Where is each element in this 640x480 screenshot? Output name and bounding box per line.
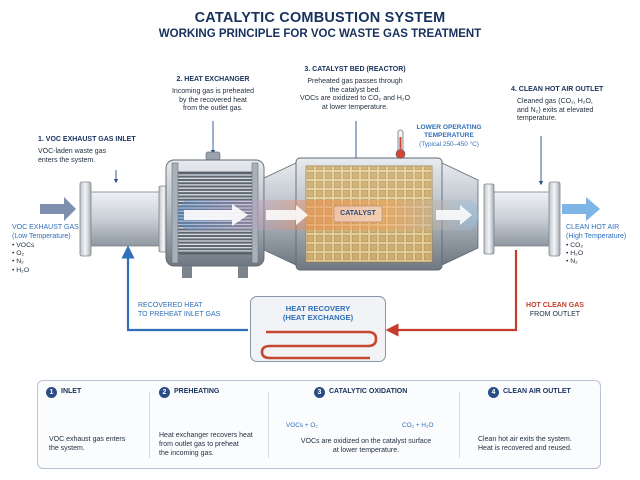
step-3-right-label: CO₂ + H₂O bbox=[402, 422, 434, 429]
stage-1-callout: 1. VOC EXHAUST GAS INLET VOC-laden waste… bbox=[38, 136, 148, 165]
step-1-line-1: VOC exhaust gas enters bbox=[49, 436, 126, 443]
step-2-text: Heat exchanger recovers heat from outlet… bbox=[159, 432, 269, 458]
stage-2-line-1: Incoming gas is preheated bbox=[171, 87, 255, 95]
leader-lines bbox=[113, 121, 544, 186]
outlet-title: CLEAN HOT AIR bbox=[566, 224, 620, 231]
inlet-label: VOC EXHAUST GAS (Low Temperature) • VOCs… bbox=[12, 224, 92, 275]
stage-1-heading: 1. VOC EXHAUST GAS INLET bbox=[38, 136, 136, 143]
diagram-title: CATALYTIC COMBUSTION SYSTEM bbox=[194, 10, 446, 26]
outlet-item-2: • H₂O bbox=[566, 249, 584, 257]
stage-4-line-1: Cleaned gas (CO₂, H₂O, bbox=[517, 97, 593, 105]
stage-1-line-2: enters the system. bbox=[38, 156, 96, 164]
step-3-title: CATALYTIC OXIDATION bbox=[329, 388, 408, 395]
inlet-item-4: • H₂O bbox=[12, 266, 30, 274]
stage-3-line-4: at lower temperature. bbox=[321, 104, 389, 111]
step-2-line-3: the incoming gas. bbox=[159, 449, 214, 457]
heat-recovery-line-1: HEAT RECOVERY bbox=[285, 304, 351, 313]
stage-2-line-3: from the outlet gas. bbox=[183, 105, 243, 113]
temperature-line-2: TEMPERATURE bbox=[424, 132, 474, 140]
stage-4-line-3: temperature. bbox=[517, 115, 557, 123]
stage-2-line-2: by the recovered heat bbox=[179, 96, 247, 104]
step-4-title: CLEAN AIR OUTLET bbox=[503, 388, 571, 395]
hot-gas-line-2: FROM OUTLET bbox=[529, 310, 581, 318]
heat-recovery-box bbox=[250, 296, 386, 362]
step-4-text: Clean hot air exits the system. Heat is … bbox=[478, 436, 598, 454]
step-divider-1 bbox=[149, 392, 150, 458]
outlet-item-3: • N₂ bbox=[566, 258, 578, 266]
outlet-item-1: • CO₂ bbox=[566, 241, 584, 249]
heat-recovery-line-2: (HEAT EXCHANGE) bbox=[282, 313, 354, 323]
stage-4-callout: 4. CLEAN HOT AIR OUTLET Cleaned gas (CO₂… bbox=[511, 86, 631, 124]
recovered-line-2: TO PREHEAT INLET GAS bbox=[138, 310, 221, 318]
step-2-line-1: Heat exchanger recovers heat bbox=[159, 432, 253, 439]
outlet-arrow bbox=[562, 197, 600, 221]
step-1-line-2: the system. bbox=[49, 444, 85, 452]
step-3-line-2: at lower temperature. bbox=[332, 446, 400, 454]
temperature-range: (Typical 250–450 °C) bbox=[419, 141, 479, 149]
step-3-text: VOCs are oxidized on the catalyst surfac… bbox=[276, 438, 456, 456]
stage-3-line-3: VOCs are oxidized to CO₂ and H₂O bbox=[299, 95, 411, 103]
stage-3-line-1: Preheated gas passes through bbox=[307, 77, 403, 85]
inlet-title: VOC EXHAUST GAS bbox=[12, 224, 79, 231]
stage-4-heading: 4. CLEAN HOT AIR OUTLET bbox=[511, 86, 604, 93]
recovered-heat-line bbox=[121, 245, 248, 332]
step-divider-3 bbox=[459, 392, 460, 458]
step-1-number: 1 bbox=[46, 387, 57, 398]
step-divider-2 bbox=[268, 392, 269, 458]
step-4-number: 4 bbox=[488, 387, 499, 398]
stage-3-callout: 3. CATALYST BED (REACTOR) Preheated gas … bbox=[290, 66, 420, 113]
temperature-note: LOWER OPERATING TEMPERATURE (Typical 250… bbox=[410, 124, 488, 149]
step-4-line-2: Heat is recovered and reused. bbox=[478, 444, 572, 452]
hot-gas-label: HOT CLEAN GAS FROM OUTLET bbox=[516, 302, 594, 320]
step-2-number: 2 bbox=[159, 387, 170, 398]
stage-2-callout: 2. HEAT EXCHANGER Incoming gas is prehea… bbox=[158, 76, 268, 114]
recovered-line-1: RECOVERED HEAT bbox=[138, 302, 203, 309]
inlet-subtitle: (Low Temperature) bbox=[12, 232, 71, 240]
inlet-item-1: • VOCs bbox=[12, 241, 35, 249]
inlet-arrow bbox=[40, 197, 76, 221]
step-3-line-1: VOCs are oxidized on the catalyst surfac… bbox=[300, 438, 432, 445]
catalyst-label: CATALYST bbox=[340, 210, 376, 217]
inlet-item-3: • N₂ bbox=[12, 258, 24, 266]
step-3-left-label: VOCs + O₂ bbox=[286, 422, 318, 429]
recovered-heat-label: RECOVERED HEAT TO PREHEAT INLET GAS bbox=[138, 302, 248, 320]
stage-1-line-1: VOC-laden waste gas bbox=[38, 147, 107, 155]
outlet-pipe bbox=[483, 181, 561, 257]
step-4-line-1: Clean hot air exits the system. bbox=[478, 436, 572, 443]
step-2-line-2: from outlet gas to preheat bbox=[159, 440, 239, 448]
stage-4-line-2: and N₂) exits at elevated bbox=[517, 106, 594, 114]
step-3-number: 3 bbox=[314, 387, 325, 398]
diagram-subtitle: WORKING PRINCIPLE FOR VOC WASTE GAS TREA… bbox=[158, 28, 482, 40]
stage-3-line-2: the catalyst bed. bbox=[329, 86, 381, 94]
stage-2-heading: 2. HEAT EXCHANGER bbox=[176, 76, 250, 83]
hot-gas-line-1: HOT CLEAN GAS bbox=[526, 302, 584, 309]
hot-gas-line bbox=[385, 250, 518, 337]
thermometer-icon bbox=[395, 129, 406, 159]
inlet-item-2: • O₂ bbox=[12, 249, 25, 257]
step-2-title: PREHEATING bbox=[174, 388, 220, 395]
stage-3-heading: 3. CATALYST BED (REACTOR) bbox=[304, 66, 406, 73]
step-1-text: VOC exhaust gas enters the system. bbox=[49, 436, 149, 454]
temperature-line-1: LOWER OPERATING bbox=[416, 124, 482, 131]
heat-recovery-label: HEAT RECOVERY (HEAT EXCHANGE) bbox=[250, 304, 386, 323]
outlet-subtitle: (High Temperature) bbox=[566, 232, 627, 240]
gas-flow bbox=[178, 200, 478, 230]
outlet-label: CLEAN HOT AIR (High Temperature) • CO₂ •… bbox=[566, 224, 640, 267]
step-1-title: INLET bbox=[61, 388, 82, 395]
